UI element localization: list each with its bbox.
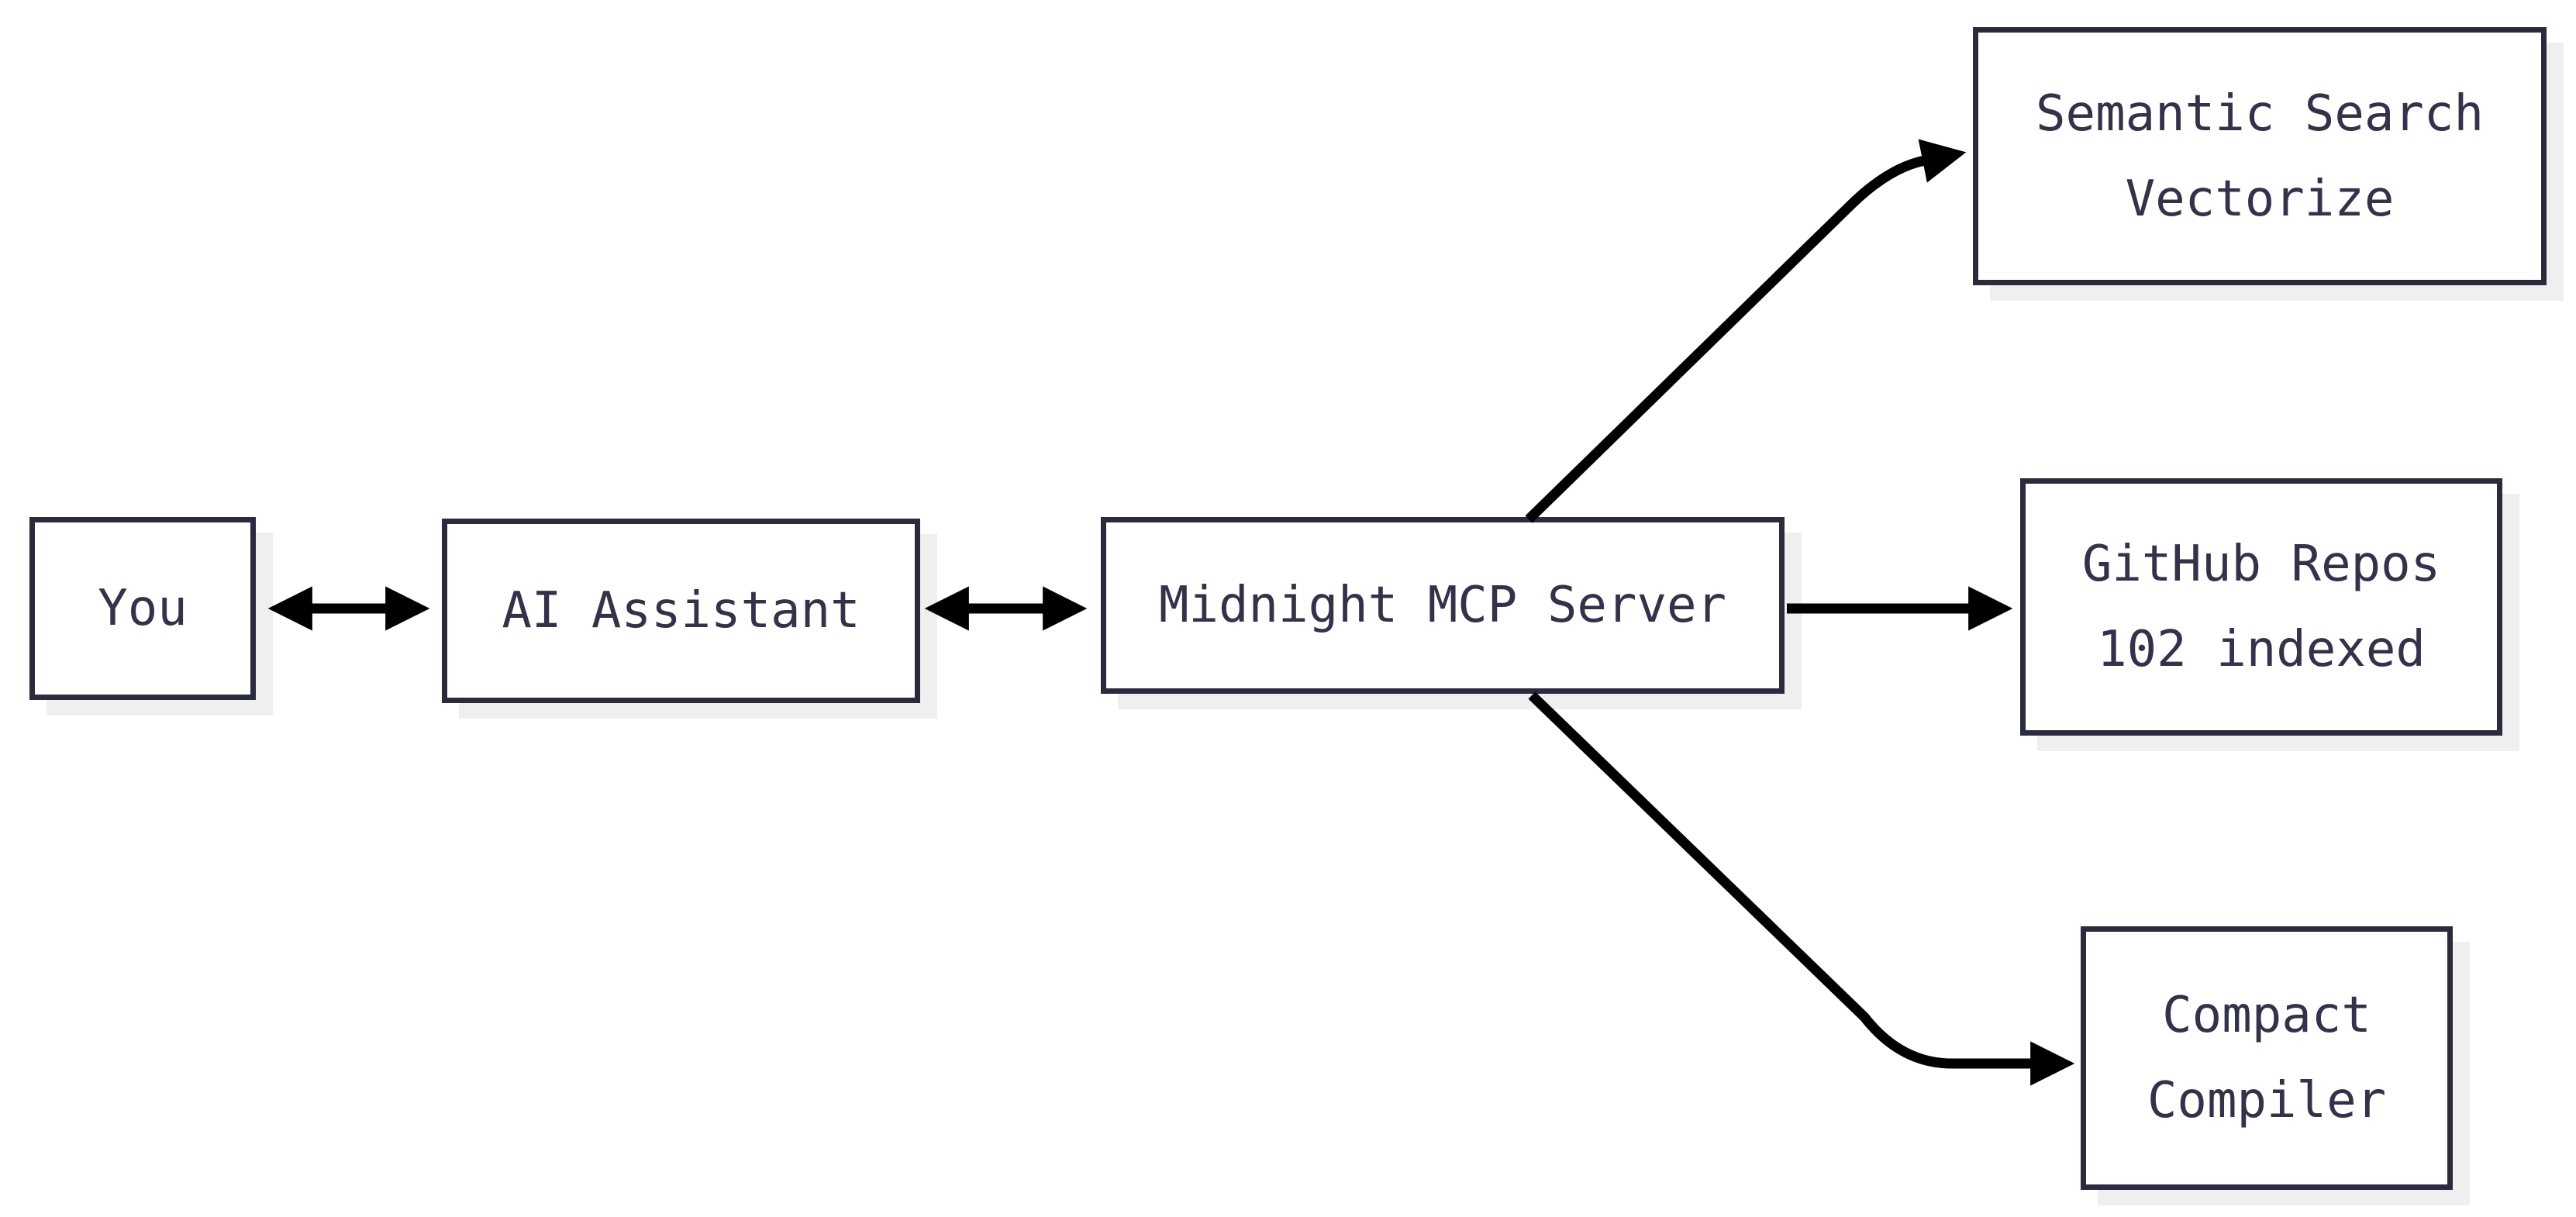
- node-compact-compiler-label-line1: Compact: [2162, 987, 2371, 1044]
- node-compact-compiler: Compact Compiler: [2081, 926, 2453, 1190]
- node-github-repos-label-line2: 102 indexed: [2097, 621, 2426, 678]
- node-mcp-server: Midnight MCP Server: [1101, 517, 1785, 694]
- node-mcp-server-label: Midnight MCP Server: [1158, 577, 1727, 634]
- edge-mcp-compact-compiler: [1528, 691, 2075, 1086]
- node-semantic-search: Semantic Search Vectorize: [1973, 27, 2547, 285]
- node-compact-compiler-label-line2: Compiler: [2147, 1072, 2387, 1129]
- edge-mcp-semantic-search: [1525, 139, 1967, 523]
- node-semantic-search-label-line1: Semantic Search: [2036, 84, 2484, 143]
- node-github-repos-label-line1: GitHub Repos: [2081, 536, 2441, 593]
- node-ai-assistant: AI Assistant: [442, 519, 920, 703]
- node-github-repos: GitHub Repos 102 indexed: [2020, 478, 2502, 736]
- node-you-label: You: [98, 580, 188, 637]
- node-you: You: [29, 517, 256, 700]
- node-semantic-search-label-line2: Vectorize: [2125, 170, 2395, 228]
- node-ai-assistant-label: AI Assistant: [502, 582, 860, 640]
